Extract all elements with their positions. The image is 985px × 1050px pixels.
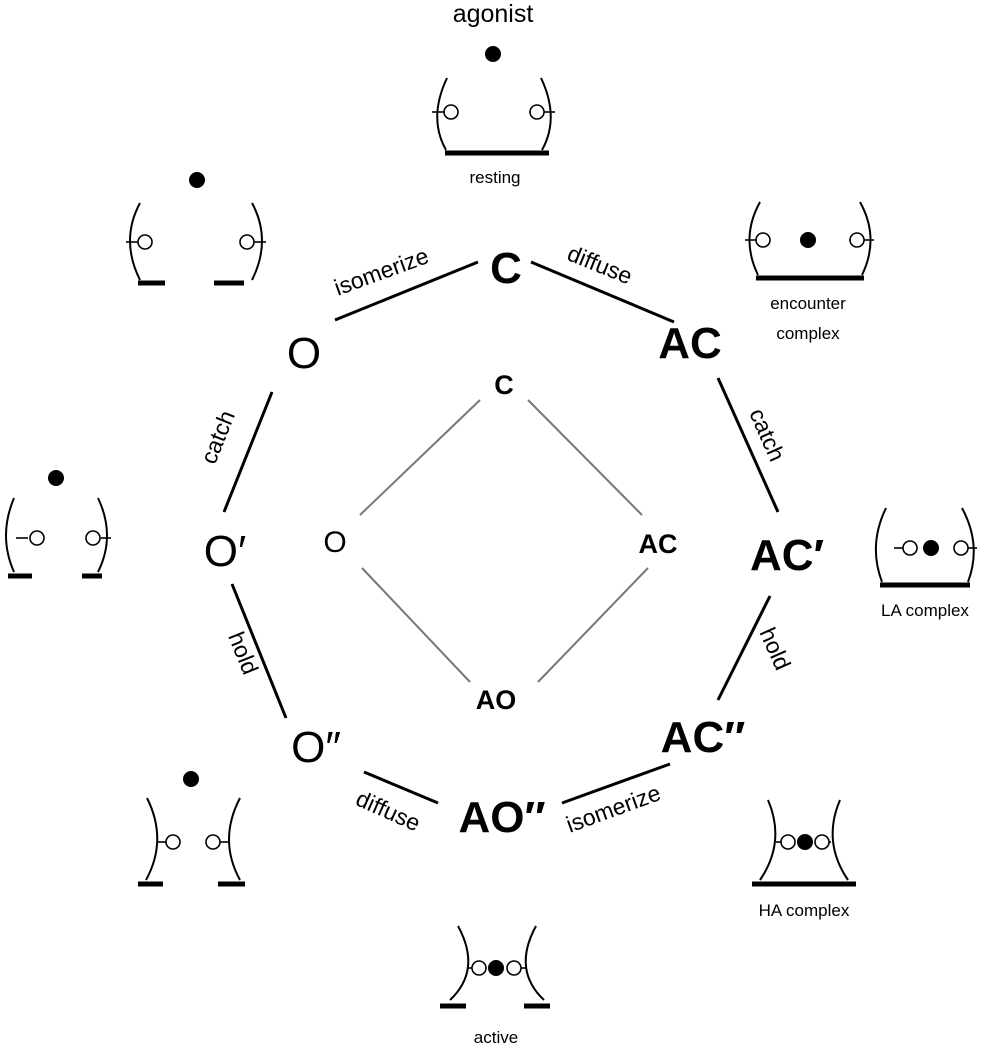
edge-Oprime-Odprime (230, 583, 288, 719)
state-AC-prime: AC′ (750, 531, 824, 580)
label-catch-right: catch (744, 404, 790, 465)
edge-O-C (334, 260, 479, 322)
caption-active: active (474, 1028, 518, 1047)
active-receptor-icon (440, 925, 550, 1009)
state-O-double-prime: O″ (291, 723, 341, 772)
inner-cycle-edges (359, 399, 649, 683)
inner-state-AO: AO (476, 685, 517, 715)
unliganded-open-receptor-icon-2 (5, 470, 111, 579)
label-isomerize-bottom: isomerize (563, 779, 664, 837)
caption-encounter: encounter (770, 294, 846, 313)
edge-AC-ACprime (716, 377, 780, 513)
caption-resting: resting (469, 168, 520, 187)
edge-ACprime-ACdprime (716, 595, 772, 701)
label-isomerize-top: isomerize (331, 242, 432, 300)
la-complex-receptor-icon (874, 507, 977, 588)
edge-AOdprime-Odprime (363, 770, 439, 805)
inner-edge-C-O (359, 399, 481, 516)
inner-state-AC: AC (639, 529, 678, 559)
label-hold-right: hold (755, 624, 796, 674)
resting-receptor-icon (432, 46, 555, 156)
agonist-label: agonist (453, 0, 534, 28)
edge-O-Oprime (222, 391, 274, 513)
state-C: C (490, 244, 522, 293)
inner-edge-C-AC (527, 399, 643, 516)
caption-ha-complex: HA complex (759, 901, 850, 920)
state-O-prime: O′ (204, 527, 246, 576)
caption-complex: complex (776, 324, 840, 343)
unliganded-active-receptor-icon (138, 771, 245, 887)
state-AO-double-prime: AO″ (458, 793, 545, 842)
outer-cycle-edges (222, 260, 780, 805)
label-hold-left: hold (223, 628, 263, 678)
state-AC-double-prime: AC″ (661, 713, 746, 762)
unliganded-open-receptor-icon-1 (126, 172, 266, 286)
state-O: O (287, 329, 321, 378)
edge-C-AC (530, 260, 675, 324)
label-catch-left: catch (195, 407, 240, 468)
inner-state-C: C (494, 370, 514, 400)
inner-edge-AC-AO (537, 567, 649, 683)
state-AC: AC (658, 319, 722, 368)
inner-state-O: O (323, 526, 346, 559)
caption-la-complex: LA complex (881, 601, 969, 620)
agonist-ligand (485, 46, 501, 62)
ha-complex-receptor-icon (752, 799, 856, 887)
inner-edge-O-AO (361, 567, 471, 683)
edge-ACdprime-AOdprime (561, 762, 671, 805)
encounter-complex-receptor-icon (745, 201, 874, 281)
